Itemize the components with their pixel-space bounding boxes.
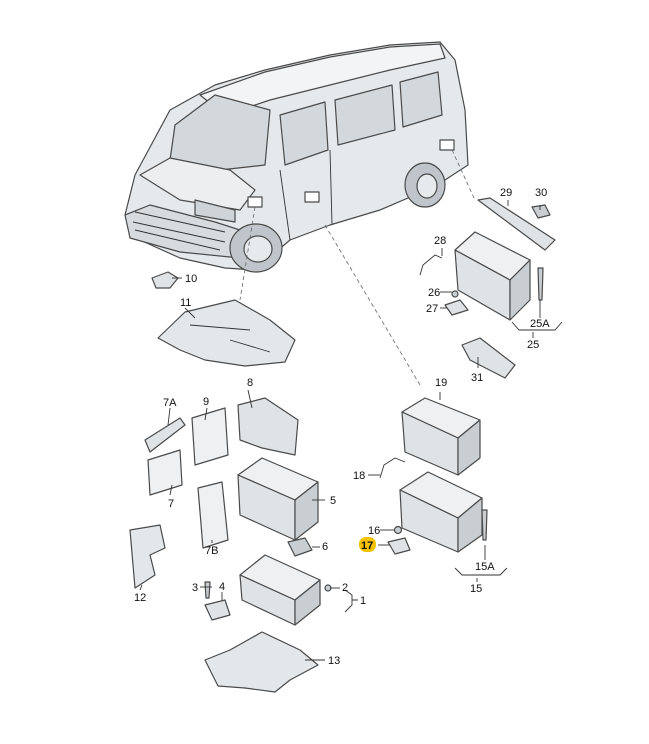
- part-7b-plate: [197, 481, 229, 549]
- part-7a-strip: [144, 417, 186, 453]
- van-location-marker: [304, 191, 320, 203]
- part-5-battery: [237, 457, 319, 541]
- label-2: 2: [342, 582, 348, 594]
- part-3-bolt: [204, 581, 211, 599]
- part-11-underbody-panel: [157, 299, 296, 367]
- part-27-bracket: [444, 299, 469, 316]
- part-25-battery: [454, 231, 531, 321]
- label-13: 13: [328, 655, 340, 667]
- label-3: 3: [192, 582, 198, 594]
- part-6-clamp: [287, 537, 313, 557]
- label-8: 8: [247, 377, 253, 389]
- label-5: 5: [330, 495, 336, 507]
- van-side-window-rear: [399, 71, 443, 128]
- van-location-marker: [247, 196, 263, 208]
- label-15: 15: [470, 583, 482, 595]
- part-29-rail: [477, 197, 556, 251]
- part-19-battery-cover: [401, 397, 481, 476]
- label-27: 27: [426, 303, 438, 315]
- leader-lines: [139, 200, 563, 661]
- label-11: 11: [180, 297, 191, 309]
- part-26-screw: [451, 290, 459, 298]
- label-19: 19: [435, 377, 447, 389]
- label-18: 18: [353, 470, 365, 482]
- part-28-cable: [419, 254, 443, 276]
- label-7b: 7B: [205, 545, 218, 557]
- van-side-window-front: [279, 101, 329, 166]
- part-4-bracket: [204, 599, 231, 621]
- part-12-cover: [129, 524, 166, 589]
- part-1-battery: [239, 554, 321, 626]
- part-9-plate: [191, 407, 229, 466]
- label-25a: 25A: [530, 318, 550, 330]
- callout-labels: 10 11 8 7A 9 7 7B 5 6 12 2 1 3 4 13 19 1…: [134, 187, 550, 667]
- part-7-plate: [147, 449, 183, 496]
- label-4: 4: [219, 581, 225, 593]
- label-15a: 15A: [475, 561, 495, 573]
- label-26: 26: [428, 287, 440, 299]
- label-1: 1: [360, 595, 366, 607]
- label-17: 17: [361, 540, 373, 552]
- part-15a-bolt: [481, 509, 488, 541]
- part-31-bracket: [461, 337, 516, 379]
- van-location-marker: [439, 139, 455, 151]
- part-15-battery: [399, 471, 483, 553]
- label-16: 16: [368, 525, 380, 537]
- part-10-clip: [151, 271, 179, 289]
- label-31: 31: [471, 372, 483, 384]
- label-7: 7: [168, 498, 174, 510]
- highlight-17: [359, 537, 376, 552]
- label-30: 30: [535, 187, 547, 199]
- part-16-nut: [393, 525, 403, 535]
- label-25: 25: [527, 339, 539, 351]
- label-29: 29: [500, 187, 512, 199]
- label-12: 12: [134, 592, 146, 604]
- part-17-strap: [387, 537, 411, 555]
- label-6: 6: [322, 541, 328, 553]
- label-10: 10: [185, 273, 197, 285]
- part-25a-bolt: [537, 267, 544, 301]
- van-side-window-mid: [334, 84, 396, 146]
- part-13-tray: [204, 631, 319, 693]
- label-9: 9: [203, 396, 209, 408]
- label-7a: 7A: [163, 397, 177, 409]
- part-30-clip: [531, 204, 551, 219]
- part-18-cable: [379, 457, 406, 479]
- part-8-cover: [237, 397, 299, 456]
- label-28: 28: [434, 235, 446, 247]
- van-hood: [139, 157, 256, 211]
- van-headlight: [194, 199, 236, 223]
- van-illustration: [124, 41, 469, 273]
- van-roof: [199, 43, 446, 116]
